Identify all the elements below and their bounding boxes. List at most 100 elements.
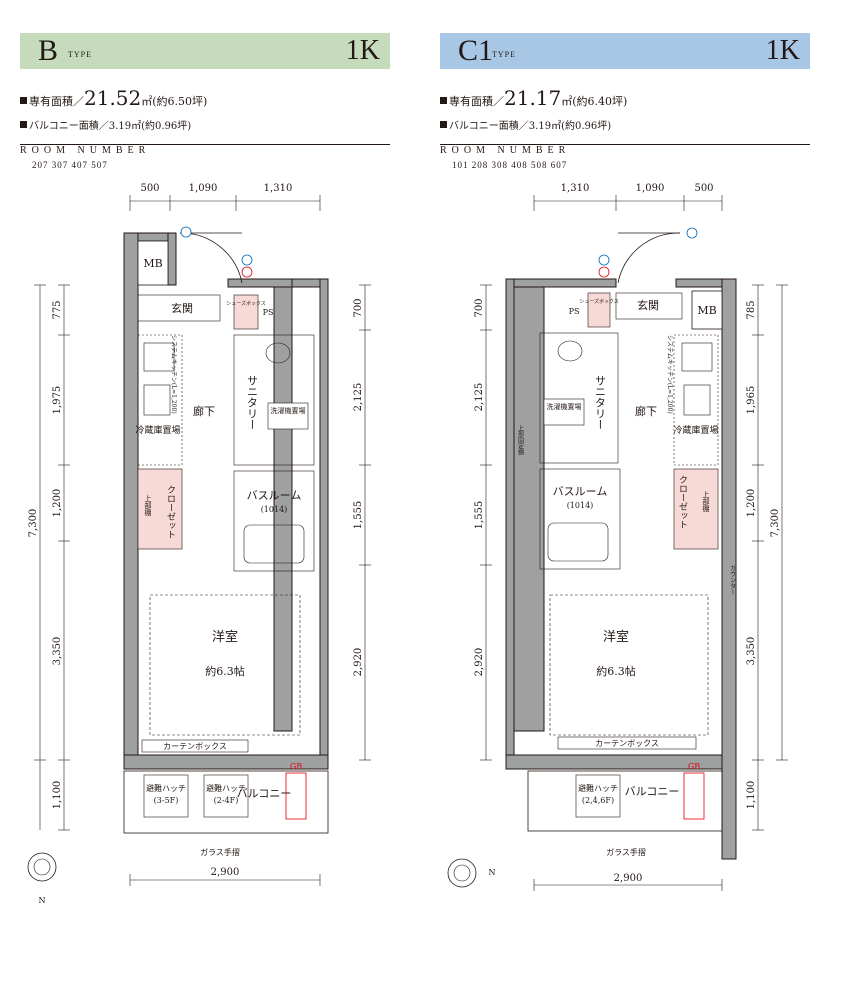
label-fridge: 冷蔵庫置場 — [673, 424, 718, 436]
mb-box — [137, 240, 169, 286]
area-value: 21.17 — [504, 86, 562, 110]
western-room — [149, 594, 301, 736]
type-label: TYPE — [492, 50, 516, 59]
label-shoes: シューズボックス — [579, 298, 619, 305]
entry-door-arc — [617, 232, 681, 284]
compass-icon — [27, 852, 57, 882]
label-closet: クローゼット — [677, 475, 688, 529]
kitchen-area — [137, 334, 183, 466]
type-label: TYPE — [68, 50, 92, 59]
private-area: 専有面積／21.17㎡(約6.40坪) — [440, 86, 627, 110]
curtain-box — [557, 736, 697, 750]
stove-icon — [143, 342, 175, 372]
closet-area — [673, 468, 719, 550]
label-balcony: バルコニー — [237, 787, 292, 800]
bullet-icon — [20, 97, 27, 104]
label-hatch1: 避難ハッチ — [578, 783, 618, 793]
label-ps: PS — [263, 308, 274, 317]
dim-top-0: 500 — [140, 183, 159, 194]
dim-right-1: 1,965 — [746, 386, 757, 415]
label-fridge: 冷蔵庫置場 — [135, 424, 180, 436]
dim-left-total: 7,300 — [28, 509, 39, 538]
compass-icon — [447, 858, 477, 888]
dim-left-4: 1,100 — [52, 781, 63, 810]
bullet-icon — [440, 121, 447, 128]
dim-right-total: 7,300 — [770, 509, 781, 538]
floorplan-b: 500 1,090 1,310 775 1,975 1,200 3,350 1,… — [27, 183, 371, 905]
light-icon — [686, 227, 698, 239]
compass-icon-inner — [453, 864, 471, 882]
floorplan-panel-b: B TYPE 1K 専有面積／21.52㎡(約6.50坪) バルコニー面積／3.… — [20, 0, 410, 1000]
label-mb: MB — [697, 304, 716, 317]
dim-bottom: 2,900 — [614, 873, 643, 884]
label-mb: MB — [143, 257, 162, 270]
header-bar-b — [20, 33, 390, 69]
room-number-label: ROOM NUMBER — [20, 144, 390, 157]
area-value: 21.52 — [84, 86, 142, 110]
dim-top-1: 1,090 — [189, 183, 218, 194]
label-hatch1: 避難ハッチ — [146, 783, 186, 793]
compass-icon-inner — [33, 858, 51, 876]
label-curtain: カーテンボックス — [163, 742, 227, 751]
dim-top-0: 1,310 — [561, 183, 590, 194]
label-compass: N — [489, 868, 496, 877]
dim-left-3: 3,350 — [52, 637, 63, 666]
walls — [505, 278, 737, 860]
dimension-right — [752, 284, 788, 831]
dim-bottom: 2,900 — [211, 867, 240, 878]
type-header-c1: C1 TYPE 1K — [440, 33, 810, 69]
bullet-icon — [440, 97, 447, 104]
label-entrance: 玄関 — [637, 298, 659, 312]
dim-left-3: 2,920 — [474, 648, 485, 677]
label-corridor: 廊下 — [635, 404, 657, 418]
room-numbers: 207 307 407 507 — [32, 160, 108, 170]
balcony-area — [527, 770, 723, 832]
dim-top-2: 500 — [694, 183, 713, 194]
hatch-1 — [575, 774, 621, 818]
label-western-size: 約6.3帖 — [596, 664, 636, 678]
dim-top-2: 1,310 — [264, 183, 293, 194]
label-kitchen: システムキッチン(L=1,200) — [666, 335, 673, 414]
label-bathroom: バスルーム — [247, 489, 302, 502]
label-washer: 洗濯機置場 — [547, 402, 582, 411]
shoes-box — [233, 294, 259, 330]
sink-icon — [683, 384, 711, 416]
kitchen-area — [673, 334, 719, 466]
label-shoes: シューズボックス — [226, 300, 266, 307]
label-western: 洋室 — [603, 629, 629, 645]
layout-label: 1K — [345, 35, 380, 66]
dimension-right — [359, 284, 371, 761]
bathroom-area — [539, 468, 621, 570]
bathtub-icon — [243, 524, 305, 564]
dimension-bottom — [129, 874, 321, 886]
type-header-b: B TYPE 1K — [20, 33, 390, 69]
dim-left-2: 1,555 — [474, 501, 485, 530]
dim-left-1: 2,125 — [474, 383, 485, 412]
toilet-icon — [557, 340, 583, 362]
label-curtain: カーテンボックス — [595, 739, 659, 748]
label-hatch2: 避難ハッチ — [206, 783, 246, 793]
label-upper-shelf: 上部棚 — [702, 490, 710, 513]
dim-top-1: 1,090 — [636, 183, 665, 194]
shoes-box — [587, 292, 611, 328]
label-sanitary: サニタリー — [594, 375, 607, 430]
balcony-area: バルコニー面積／3.19㎡(約0.96坪) — [20, 117, 191, 132]
walls — [123, 232, 329, 770]
bullet-icon — [20, 121, 27, 128]
gb-box — [285, 772, 307, 820]
layout-label: 1K — [765, 35, 800, 66]
dimension-top — [533, 195, 723, 211]
closet-area — [137, 468, 183, 550]
label-compass: N — [39, 896, 46, 905]
light-icon — [598, 254, 610, 266]
dim-right-0: 785 — [746, 300, 757, 319]
label-western: 洋室 — [212, 629, 238, 645]
label-closet: クローゼット — [165, 485, 176, 539]
label-ps: PS — [569, 307, 580, 316]
bathtub-icon — [547, 522, 609, 562]
washer-space — [543, 398, 585, 426]
dimension-left — [34, 284, 70, 831]
label-sanitary: サニタリー — [246, 375, 259, 430]
label-glass-rail: ガラス手摺 — [606, 847, 646, 857]
hatch-1 — [143, 774, 189, 818]
